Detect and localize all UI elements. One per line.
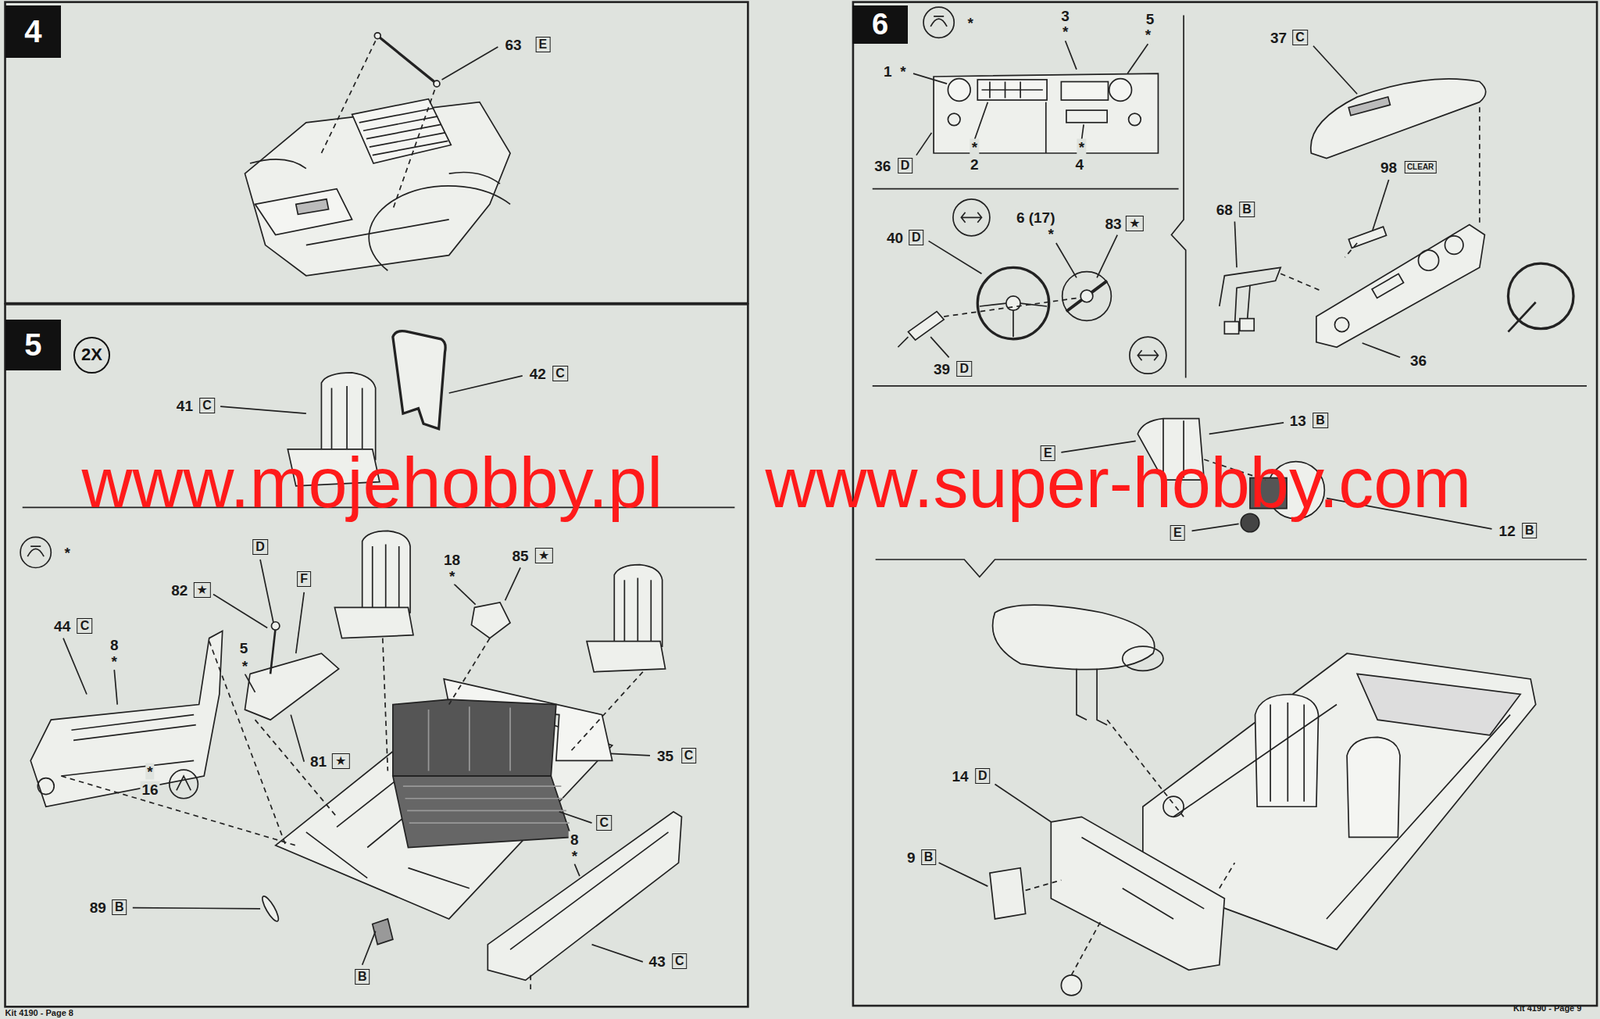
- callout-number: 8: [108, 636, 121, 654]
- watermark: www.super-hobby.com: [765, 447, 1472, 518]
- callout-number: *: [63, 543, 72, 561]
- part-letter: C: [681, 747, 697, 764]
- step-text: 5: [24, 328, 42, 361]
- callout-number: 5: [238, 639, 250, 657]
- callout-number: 16: [139, 780, 160, 797]
- callout-number: 89: [88, 899, 108, 916]
- part-letter: D: [975, 767, 991, 784]
- callout-number: 36: [872, 157, 893, 174]
- part-letter: D: [252, 539, 268, 555]
- callout-number: *: [898, 63, 908, 80]
- callout-number: 12: [1497, 522, 1518, 540]
- callout-number: *: [1077, 139, 1086, 156]
- callout-number: 44: [52, 617, 72, 634]
- callout-number: 36: [1408, 352, 1429, 369]
- callout-number: 4: [1074, 156, 1086, 173]
- callout-number: 35: [655, 746, 675, 764]
- part-letter: B: [354, 968, 371, 985]
- callout-number: 41: [175, 396, 195, 414]
- callout-number: *: [145, 763, 154, 780]
- step-number: 6: [852, 5, 909, 45]
- callout-number: 18: [442, 550, 462, 568]
- callout-number: *: [240, 657, 250, 674]
- page-footer: Kit 4190 - Page 8: [5, 1007, 74, 1017]
- callout-number: 43: [647, 953, 668, 970]
- part-letter: ★: [192, 582, 211, 598]
- part-letter: B: [1239, 201, 1255, 218]
- callout-number: 40: [885, 229, 905, 247]
- part-letter: CLEAR: [1404, 160, 1436, 174]
- part-letter: C: [199, 397, 215, 414]
- callout-number: *: [1046, 225, 1056, 243]
- callout-number: 5: [1144, 10, 1157, 27]
- callout-number: 2: [968, 156, 981, 173]
- part-letter: D: [957, 360, 973, 377]
- callout-number: *: [1143, 26, 1153, 43]
- step-number: 5: [5, 319, 62, 371]
- callout-number: 6 (17): [1014, 209, 1058, 226]
- part-letter: C: [671, 953, 688, 969]
- part-letter: E: [535, 36, 551, 53]
- page-footer: Kit 4190 - Page 9: [1513, 1003, 1582, 1013]
- callout-number: *: [1060, 23, 1070, 40]
- callout-number: 82: [169, 581, 190, 598]
- callout-number: 8: [568, 830, 581, 847]
- part-letter: ★: [1125, 215, 1143, 232]
- callout-number: 68: [1214, 200, 1235, 218]
- callout-number: 81: [308, 753, 329, 770]
- part-letter: ★: [332, 753, 350, 769]
- part-letter: ★: [535, 547, 553, 564]
- quantity-badge: 2X: [73, 336, 111, 374]
- part-letter: D: [908, 229, 925, 246]
- callout-number: 13: [1288, 412, 1308, 429]
- callout-number: *: [447, 567, 457, 584]
- part-letter: F: [296, 571, 311, 587]
- callout-number: 3: [1059, 7, 1072, 24]
- part-letter: B: [921, 849, 937, 865]
- callout-number: 85: [510, 546, 531, 564]
- callout-number: *: [570, 846, 579, 864]
- callout-number: *: [110, 653, 119, 670]
- callout-number: *: [965, 14, 975, 31]
- step-text: 4: [24, 15, 42, 47]
- callout-number: *: [970, 139, 979, 156]
- callout-number: 14: [950, 767, 970, 784]
- callout-number: 39: [932, 360, 952, 377]
- callout-number: 83: [1103, 215, 1123, 233]
- callout-number: 42: [528, 365, 548, 383]
- callout-number: 1: [882, 63, 894, 80]
- callout-number: 98: [1378, 159, 1399, 176]
- callout-number: 63: [503, 36, 523, 54]
- step-number: 4: [5, 5, 62, 59]
- part-letter: C: [552, 365, 568, 382]
- part-letter: B: [111, 899, 128, 915]
- part-letter: B: [1521, 522, 1538, 539]
- part-letter: B: [1312, 412, 1329, 429]
- part-letter: C: [1292, 29, 1308, 46]
- part-letter: E: [1170, 525, 1186, 541]
- callout-number: 9: [905, 849, 918, 866]
- part-letter: C: [596, 814, 612, 831]
- step-text: 6: [871, 9, 889, 40]
- part-letter: C: [77, 617, 93, 634]
- step-text: 2X: [81, 346, 103, 364]
- part-letter: D: [897, 157, 914, 174]
- watermark: www.mojehobby.pl: [81, 447, 663, 518]
- callout-number: 37: [1268, 29, 1289, 47]
